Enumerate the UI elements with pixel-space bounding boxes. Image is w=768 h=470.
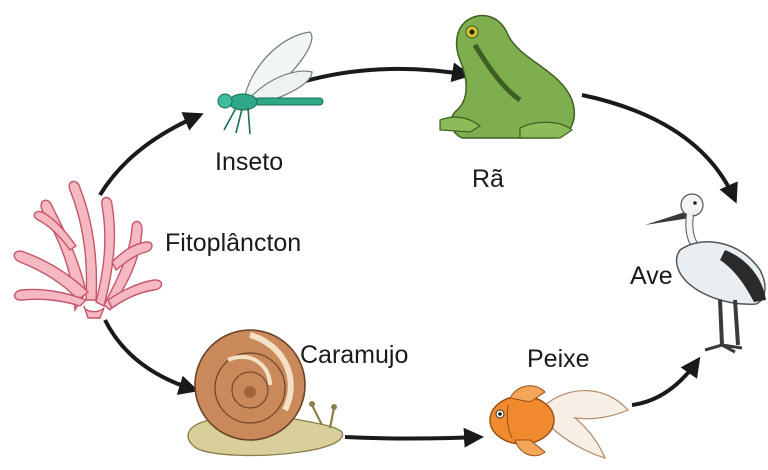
goldfish-icon: [490, 386, 628, 458]
dragonfly-icon: [218, 32, 323, 134]
arrow-fish-to-bird: [632, 360, 698, 405]
label-insect: Inseto: [215, 150, 283, 175]
frog-icon: [440, 16, 574, 138]
arrow-snail-to-fish: [345, 437, 480, 439]
label-phytoplankton: Fitoplâncton: [165, 231, 301, 256]
arrow-phytoplankton-to-insect: [100, 115, 200, 195]
label-bird: Ave: [630, 264, 673, 289]
arrow-frog-to-bird: [582, 95, 735, 200]
label-snail: Caramujo: [300, 343, 408, 368]
arrow-phytoplankton-to-snail: [105, 320, 195, 390]
label-frog: Rã: [472, 167, 504, 192]
phytoplankton-icon: [14, 181, 161, 318]
label-fish: Peixe: [527, 347, 590, 372]
arrow-insect-to-frog: [302, 69, 468, 82]
